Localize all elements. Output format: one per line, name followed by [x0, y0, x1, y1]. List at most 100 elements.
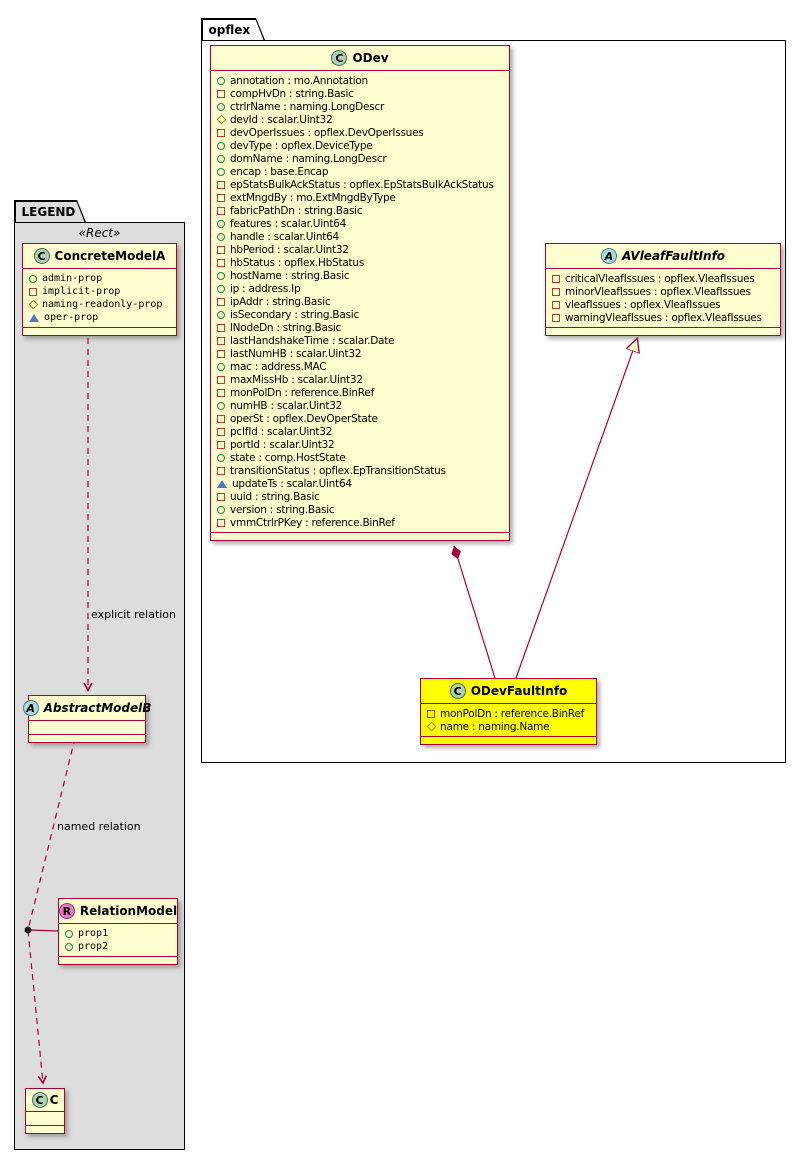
legend-package-name: LEGEND: [16, 202, 85, 223]
member-visibility-icon: [217, 271, 225, 280]
member-text: ipAddr : string.Basic: [230, 295, 331, 308]
member-visibility-icon: [217, 336, 225, 345]
legend-package-body: [14, 222, 185, 1150]
class-member: mac : address.MAC: [217, 360, 503, 373]
class-concretemodela-footer: [23, 327, 176, 335]
class-member: vleafIssues : opflex.VleafIssues: [552, 298, 774, 311]
member-text: fabricPathDn : string.Basic: [230, 204, 363, 217]
member-text: vleafIssues : opflex.VleafIssues: [565, 298, 721, 311]
member-text: features : scalar.Uint64: [230, 217, 347, 230]
class-member: lastHandshakeTime : scalar.Date: [217, 334, 503, 347]
member-text: prop2: [78, 941, 109, 952]
class-member: annotation : mo.Annotation: [217, 74, 503, 87]
class-avleaffaultinfo-header: A AVleafFaultInfo: [546, 244, 780, 269]
class-member: domName : naming.LongDescr: [217, 152, 503, 165]
class-title: ODevFaultInfo: [470, 684, 568, 698]
class-member: hostName : string.Basic: [217, 269, 503, 282]
member-visibility-icon: [217, 375, 225, 384]
member-text: devOperIssues : opflex.DevOperIssues: [230, 126, 424, 139]
class-member: monPolDn : reference.BinRef: [217, 386, 503, 399]
class-member: extMngdBy : mo.ExtMngdByType: [217, 191, 503, 204]
class-odevfaultinfo-members: monPolDn : reference.BinRef name : namin…: [421, 704, 596, 736]
member-text: epStatsBulkAckStatus : opflex.EpStatsBul…: [230, 178, 494, 191]
class-odev-footer: [211, 532, 509, 540]
class-member: ctrlrName : naming.LongDescr: [217, 100, 503, 113]
member-visibility-icon: [217, 453, 225, 462]
member-text: lNodeDn : string.Basic: [230, 321, 342, 334]
class-member: version : string.Basic: [217, 503, 503, 516]
member-text: handle : scalar.Uint64: [230, 230, 339, 243]
class-member: implicit-prop: [29, 285, 170, 298]
member-text: admin-prop: [42, 273, 103, 284]
member-text: domName : naming.LongDescr: [230, 152, 387, 165]
opflex-package-name: opflex: [203, 20, 264, 41]
abstract-class-icon: A: [600, 248, 617, 264]
member-text: oper-prop: [44, 312, 99, 323]
class-c-footer: [26, 1125, 64, 1133]
class-title: AVleafFaultInfo: [621, 249, 726, 263]
class-member: devType : opflex.DeviceType: [217, 139, 503, 152]
abstract-class-icon: A: [22, 700, 39, 716]
member-visibility-icon: [217, 518, 225, 527]
class-odev-header: C ODev: [211, 46, 509, 71]
class-member: minorVleafIssues : opflex.VleafIssues: [552, 285, 774, 298]
class-c: C C: [25, 1088, 65, 1134]
member-visibility-icon: [552, 300, 560, 309]
member-text: monPolDn : reference.BinRef: [230, 386, 375, 399]
class-c-header: C C: [26, 1089, 64, 1112]
class-member: prop2: [65, 940, 171, 953]
member-visibility-icon: [29, 313, 39, 322]
relation-class-icon: R: [58, 903, 75, 919]
class-odevfaultinfo: C ODevFaultInfo monPolDn : reference.Bin…: [420, 678, 597, 745]
class-member: operSt : opflex.DevOperState: [217, 412, 503, 425]
member-visibility-icon: [217, 219, 225, 228]
member-visibility-icon: [552, 287, 560, 296]
member-visibility-icon: [552, 313, 560, 322]
member-text: implicit-prop: [42, 286, 121, 297]
member-text: mac : address.MAC: [230, 360, 327, 373]
member-text: updateTs : scalar.Uint64: [232, 477, 352, 490]
class-member: updateTs : scalar.Uint64: [217, 477, 503, 490]
member-text: ip : address.Ip: [230, 282, 301, 295]
member-visibility-icon: [217, 310, 225, 319]
class-odevfaultinfo-footer: [421, 736, 596, 744]
legend-package-tab: LEGEND: [14, 200, 86, 222]
member-visibility-icon: [217, 180, 225, 189]
class-member: warningVleafIssues : opflex.VleafIssues: [552, 311, 774, 324]
class-odev: C ODev annotation : mo.Annotation compHv…: [210, 45, 510, 541]
class-member: isSecondary : string.Basic: [217, 308, 503, 321]
member-visibility-icon: [29, 274, 37, 283]
class-member: hbStatus : opflex.HbStatus: [217, 256, 503, 269]
member-text: operSt : opflex.DevOperState: [230, 412, 378, 425]
class-avleaffaultinfo: A AVleafFaultInfo criticalVleafIssues : …: [545, 243, 781, 336]
class-title: C: [49, 1093, 59, 1107]
member-visibility-icon: [217, 440, 225, 449]
class-title: ConcreteModelA: [54, 249, 166, 263]
legend-stereotype: «Rect»: [78, 226, 121, 240]
member-visibility-icon: [217, 206, 225, 215]
member-text: transitionStatus : opflex.EpTransitionSt…: [230, 464, 446, 477]
class-icon: C: [331, 50, 348, 66]
class-abstractmodelb: A AbstractModelB: [22, 695, 151, 743]
explicit-relation-label: explicit relation: [91, 608, 177, 621]
member-text: vmmCtrlrPKey : reference.BinRef: [230, 516, 395, 529]
class-member: handle : scalar.Uint64: [217, 230, 503, 243]
member-text: hostName : string.Basic: [230, 269, 350, 282]
member-text: isSecondary : string.Basic: [230, 308, 359, 321]
member-visibility-icon: [217, 76, 225, 85]
class-member: ipAddr : string.Basic: [217, 295, 503, 308]
member-visibility-icon: [427, 709, 435, 718]
member-text: annotation : mo.Annotation: [230, 74, 368, 87]
member-visibility-icon: [426, 721, 437, 732]
class-member: epStatsBulkAckStatus : opflex.EpStatsBul…: [217, 178, 503, 191]
class-member: maxMissHb : scalar.Uint32: [217, 373, 503, 386]
class-odevfaultinfo-header: C ODevFaultInfo: [421, 679, 596, 704]
class-member: portId : scalar.Uint32: [217, 438, 503, 451]
class-member: pcIfId : scalar.Uint32: [217, 425, 503, 438]
member-text: hbStatus : opflex.HbStatus: [230, 256, 365, 269]
opflex-package-tab: opflex: [201, 18, 265, 40]
class-title: ODev: [352, 51, 389, 65]
member-visibility-icon: [217, 388, 225, 397]
member-text: devType : opflex.DeviceType: [230, 139, 373, 152]
member-visibility-icon: [217, 167, 225, 176]
